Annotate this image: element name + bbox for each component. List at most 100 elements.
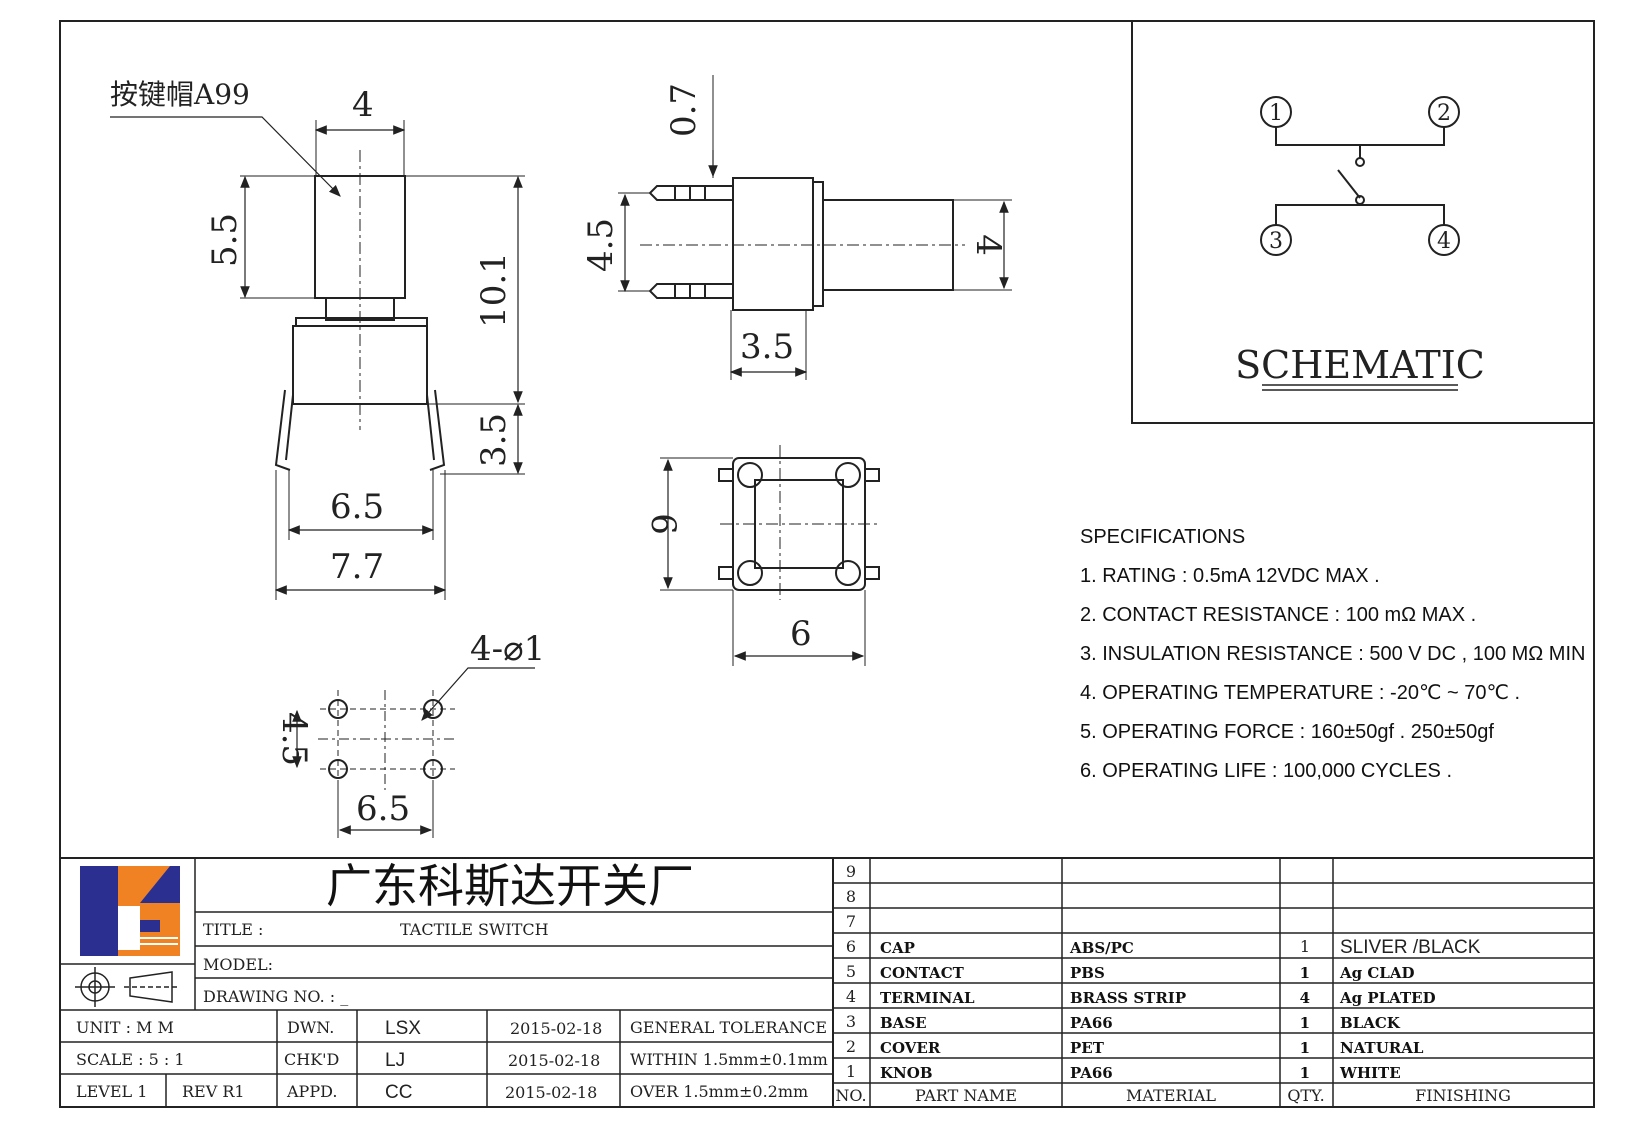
bom-header-part: PART NAME: [915, 1086, 1017, 1105]
dim-lead-outer: 7.7: [330, 547, 384, 587]
bom-empty-no: 8: [846, 887, 856, 906]
dim-cap-height: 5.5: [205, 213, 245, 267]
bom-no: 2: [846, 1037, 856, 1056]
bom-qty: 1: [1300, 964, 1310, 982]
sheet-border: [59, 20, 1595, 1108]
scale-field: SCALE : 5 : 1: [76, 1050, 185, 1069]
bom-no: 5: [846, 962, 856, 981]
appd-name: CC: [385, 1082, 412, 1103]
chk-name: LJ: [385, 1050, 405, 1071]
dim-lead-height: 3.5: [474, 413, 514, 467]
dim-cap-width: 4: [352, 85, 374, 125]
dwn-name: LSX: [385, 1018, 421, 1039]
dim-lead-inner: 6.5: [330, 487, 384, 527]
dim-side-stem: 4: [968, 234, 1008, 256]
rev-field: REV R1: [182, 1082, 245, 1101]
hole-pattern: [292, 667, 535, 838]
spec-heading: SPECIFICATIONS: [1080, 526, 1245, 548]
title-block: [60, 857, 1594, 1107]
bom-material: BRASS STRIP: [1070, 989, 1186, 1007]
schematic-symbol: [1260, 96, 1460, 256]
bom-part: CONTACT: [880, 964, 965, 982]
bom-material: PA66: [1070, 1014, 1113, 1032]
dwn-label: DWN.: [287, 1018, 334, 1037]
bom-part: BASE: [880, 1014, 927, 1032]
bom-header-no: NO.: [835, 1086, 866, 1105]
bom-header-finishing: FINISHING: [1415, 1086, 1511, 1105]
dim-hole-v: 4.5: [274, 712, 314, 766]
pin-4: 4: [1437, 229, 1451, 254]
bom-part: CAP: [880, 939, 915, 957]
spec-item: 4. OPERATING TEMPERATURE : -20℃ ~ 70℃ .: [1080, 682, 1520, 704]
dim-total-height: 10.1: [474, 252, 514, 328]
bom-material: PBS: [1070, 964, 1105, 982]
pin-1: 1: [1269, 101, 1283, 126]
bom-part: TERMINAL: [880, 989, 975, 1007]
dim-side-depth: 3.5: [740, 327, 794, 367]
spec-item: 5. OPERATING FORCE : 160±50gf . 250±50gf: [1080, 721, 1494, 743]
bom-part: KNOB: [880, 1064, 933, 1082]
bom-finishing: SLIVER /BLACK: [1340, 937, 1481, 958]
bom-empty-no: 9: [846, 862, 856, 881]
schematic-title: SCHEMATIC: [1235, 343, 1485, 387]
side-view: [618, 75, 1012, 380]
bom-finishing: BLACK: [1340, 1014, 1401, 1032]
tolerance-over: OVER 1.5mm±0.2mm: [630, 1082, 808, 1101]
bom-header-material: MATERIAL: [1126, 1086, 1216, 1105]
bom-material: ABS/PC: [1069, 939, 1134, 957]
company-logo: [80, 866, 180, 956]
bom-finishing: NATURAL: [1340, 1039, 1424, 1057]
unit-field: UNIT : M M: [76, 1018, 174, 1037]
bom-finishing: Ag CLAD: [1339, 964, 1414, 982]
spec-item: 2. CONTACT RESISTANCE : 100 mΩ MAX .: [1080, 604, 1476, 626]
tolerance-head: GENERAL TOLERANCE: [630, 1018, 827, 1037]
model-label: MODEL:: [203, 955, 273, 974]
dim-side-pitch: 4.5: [581, 218, 621, 272]
level-field: LEVEL 1: [76, 1082, 147, 1101]
top-view: [660, 445, 880, 666]
spec-item: 3. INSULATION RESISTANCE : 500 V DC , 10…: [1080, 643, 1585, 665]
specifications: SPECIFICATIONS 1. RATING : 0.5mA 12VDC M…: [1080, 526, 1585, 782]
bom-no: 6: [846, 937, 856, 956]
dim-side-top: 0.7: [664, 83, 704, 137]
schematic-panel: [1131, 20, 1595, 424]
dwn-date: 2015-02-18: [510, 1019, 602, 1038]
pin-2: 2: [1437, 101, 1451, 126]
spec-item: 1. RATING : 0.5mA 12VDC MAX .: [1080, 565, 1380, 587]
bom-empty-no: 7: [846, 912, 856, 931]
tolerance-within: WITHIN 1.5mm±0.1mm: [630, 1050, 828, 1069]
dim-top-h: 6: [643, 513, 683, 535]
dim-hole-label: 4-⌀1: [470, 629, 545, 669]
projection-symbol-icon: [75, 967, 178, 1007]
chk-label: CHK'D: [284, 1050, 339, 1069]
bom-qty: 1: [1300, 1014, 1310, 1032]
appd-label: APPD.: [286, 1082, 337, 1101]
bill-of-materials: 9 8 7 6 CAP ABS/PC 1 SLIVER /BLACK 5 CON…: [835, 862, 1511, 1105]
pin-3: 3: [1269, 229, 1283, 254]
bom-finishing: Ag PLATED: [1339, 989, 1436, 1007]
company-name: 广东科斯达开关厂: [326, 859, 694, 913]
dim-hole-h: 6.5: [356, 789, 410, 829]
bom-finishing: WHITE: [1339, 1064, 1401, 1082]
bom-header-qty: QTY.: [1287, 1086, 1324, 1105]
bom-qty: 1: [1300, 937, 1310, 956]
bom-material: PA66: [1070, 1064, 1113, 1082]
bom-qty: 1: [1300, 1039, 1310, 1057]
chk-date: 2015-02-18: [508, 1051, 600, 1070]
bom-qty: 1: [1300, 1064, 1310, 1082]
cap-label: 按键帽A99: [110, 78, 250, 111]
dim-top-w: 6: [790, 614, 812, 654]
front-view: [110, 116, 525, 600]
bom-no: 3: [846, 1012, 856, 1031]
spec-item: 6. OPERATING LIFE : 100,000 CYCLES .: [1080, 760, 1452, 782]
bom-no: 4: [846, 987, 856, 1006]
bom-material: PET: [1070, 1039, 1105, 1057]
title-label: TITLE :: [203, 920, 263, 939]
bom-part: COVER: [880, 1039, 941, 1057]
bom-qty: 4: [1300, 989, 1310, 1007]
bom-no: 1: [846, 1062, 856, 1081]
appd-date: 2015-02-18: [505, 1083, 597, 1102]
title-value: TACTILE SWITCH: [400, 920, 549, 939]
drawing-no-label: DRAWING NO. : _: [203, 987, 348, 1006]
